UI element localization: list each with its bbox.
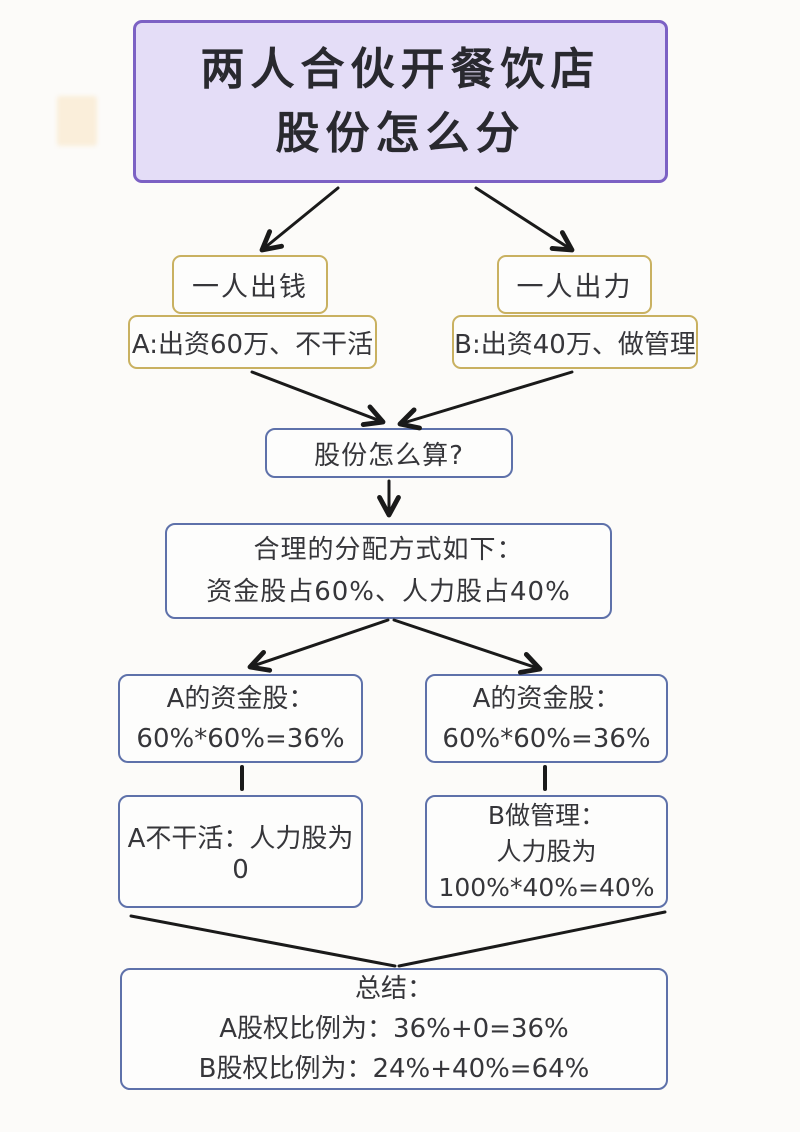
node-a-labor-share: A不干活：人力股为0 [118, 795, 363, 908]
node-question-label: 股份怎么算? [314, 440, 464, 471]
arrow-method-to-a-capital [247, 618, 390, 673]
node-b-capital-share-line-2: 60%*60%=36% [442, 723, 651, 754]
node-summary: 总结： A股权比例为：36%+0=36% B股权比例为：24%+40%=64% [120, 968, 668, 1090]
node-summary-line-3: B股权比例为：24%+40%=64% [198, 1054, 590, 1084]
arrow-b-to-question [397, 370, 574, 431]
title-line-1: 两人合伙开餐饮店 [200, 43, 601, 95]
node-b-labor-share: B做管理： 人力股为 100%*40%=40% [425, 795, 668, 908]
node-b-labor-share-line-1: B做管理： [487, 800, 606, 830]
node-b-capital-share: A的资金股： 60%*60%=36% [425, 674, 668, 763]
node-summary-line-2: A股权比例为：36%+0=36% [219, 1014, 569, 1044]
node-b-labor-share-line-2: 人力股为 [496, 836, 597, 866]
node-one-contributes-labor-label: 一人出力 [516, 272, 633, 303]
node-a-contribution: A:出资60万、不干活 [128, 315, 377, 369]
node-b-contribution: B:出资40万、做管理 [452, 315, 698, 369]
node-one-pays-money-label: 一人出钱 [192, 272, 308, 303]
node-a-capital-share-line-2: 60%*60%=36% [136, 723, 345, 754]
title-line-2: 股份怎么分 [275, 107, 526, 159]
node-allocation-method-line-2: 资金股占60%、人力股占40% [206, 577, 571, 607]
node-one-pays-money: 一人出钱 [172, 255, 328, 314]
node-b-capital-share-line-1: A的资金股： [472, 683, 621, 714]
node-a-contribution-label: A:出资60万、不干活 [131, 329, 374, 360]
link-a-labor-to-summary [129, 914, 397, 968]
node-a-capital-share-line-1: A的资金股： [166, 683, 315, 714]
title-box: 两人合伙开餐饮店 股份怎么分 [133, 20, 668, 183]
arrow-title-to-right-branch [474, 186, 575, 253]
node-a-capital-share: A的资金股： 60%*60%=36% [118, 674, 363, 763]
node-summary-line-1: 总结： [354, 974, 433, 1004]
node-b-labor-share-line-3: 100%*40%=40% [438, 872, 655, 902]
node-b-contribution-label: B:出资40万、做管理 [454, 329, 696, 360]
node-a-labor-share-label: A不干活：人力股为0 [127, 824, 354, 885]
node-allocation-method-line-1: 合理的分配方式如下： [253, 535, 524, 565]
link-b-labor-to-summary [397, 910, 667, 968]
node-question: 股份怎么算? [265, 428, 513, 478]
decor-highlight-square [57, 96, 97, 146]
arrow-a-to-question [250, 370, 386, 428]
node-one-contributes-labor: 一人出力 [497, 255, 652, 314]
node-allocation-method: 合理的分配方式如下： 资金股占60%、人力股占40% [165, 523, 612, 619]
arrow-title-to-left-branch [259, 186, 340, 253]
arrow-method-to-b-capital [392, 618, 543, 675]
